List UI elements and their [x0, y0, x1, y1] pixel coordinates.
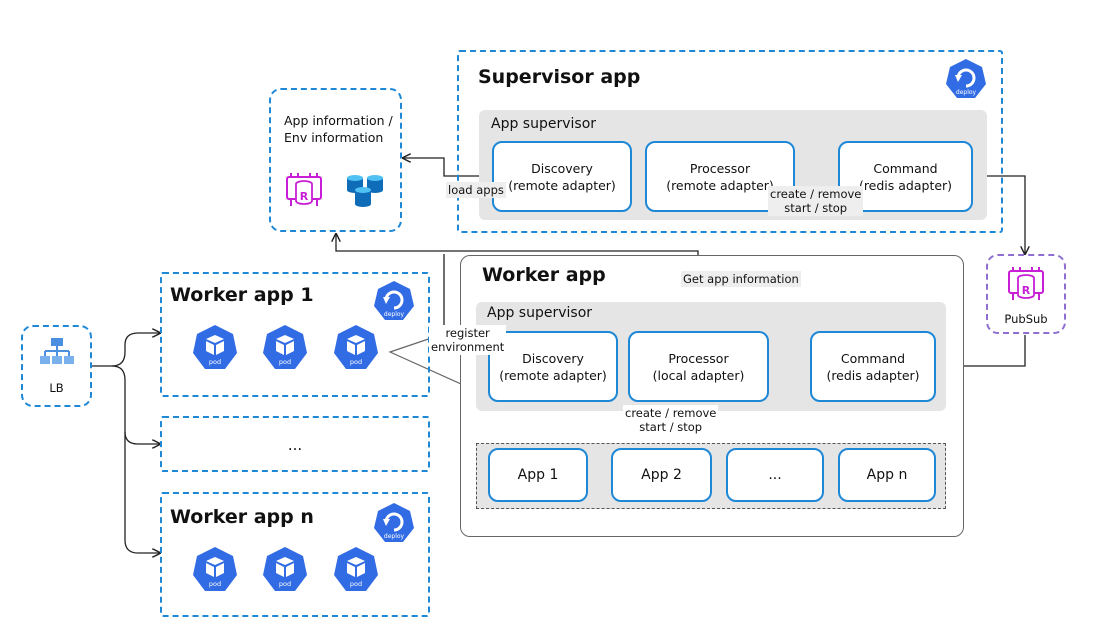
- worker-app-ellipsis-box: [160, 416, 430, 472]
- worker-app-n-pod-icon: pod: [260, 545, 310, 595]
- supervisor-app-supervisor-label: App supervisor: [491, 116, 597, 132]
- supervisor-deploy-icon: deploy: [944, 57, 988, 101]
- edge-label-create-remove-top: create / remove start / stop: [768, 186, 864, 216]
- worker-discovery-name: Discovery: [522, 350, 584, 366]
- worker-command-adapter: (redis adapter): [826, 367, 920, 383]
- worker-app-n-pod-icon: pod: [331, 545, 381, 595]
- edge-lb-worker-n: [124, 432, 160, 553]
- worker-app-n-box: [160, 492, 430, 617]
- lb-hierarchy-icon: [39, 336, 75, 372]
- edge-lb-worker-1: [92, 333, 160, 367]
- worker-command-name: Command: [840, 350, 906, 366]
- edge-label-load-apps: load apps: [446, 182, 506, 198]
- worker-command-node[interactable]: Command (redis adapter): [810, 331, 936, 402]
- pubsub-label: PubSub: [1004, 312, 1048, 326]
- svg-text:pod: pod: [350, 580, 362, 588]
- supervisor-command-adapter: (redis adapter): [858, 177, 953, 193]
- svg-text:R: R: [1022, 284, 1031, 297]
- worker-app-1[interactable]: App 1: [488, 448, 588, 502]
- worker-app-1-deploy-icon: deploy: [372, 279, 416, 323]
- edge-label-register-env-2: environment: [431, 340, 505, 354]
- worker-app-title: Worker app: [482, 264, 606, 286]
- worker-discovery-adapter: (remote adapter): [499, 367, 607, 383]
- app-info-text: App information / Env information: [284, 112, 393, 146]
- svg-text:deploy: deploy: [956, 89, 977, 96]
- lb-box: [21, 325, 92, 407]
- worker-app-2[interactable]: App 2: [611, 448, 712, 502]
- supervisor-discovery-name: Discovery: [531, 160, 593, 176]
- svg-text:pod: pod: [350, 358, 362, 366]
- supervisor-app-container: [457, 50, 1003, 233]
- svg-text:deploy: deploy: [384, 533, 405, 540]
- lb-label: LB: [49, 381, 64, 395]
- worker-app-ellipsis[interactable]: ...: [726, 448, 824, 502]
- worker-app-n[interactable]: App n: [838, 448, 936, 502]
- edge-label-create-remove-top-2: start / stop: [784, 201, 848, 215]
- svg-text:pod: pod: [279, 580, 291, 588]
- svg-text:deploy: deploy: [384, 311, 405, 318]
- edge-label-register-env: register environment: [429, 325, 507, 355]
- pubsub-redis-icon: R: [1006, 264, 1046, 304]
- worker-discovery-node[interactable]: Discovery (remote adapter): [488, 331, 618, 402]
- worker-processor-node[interactable]: Processor (local adapter): [628, 331, 769, 402]
- worker-processor-adapter: (local adapter): [652, 367, 745, 383]
- edge-lb-worker-mid: [111, 365, 160, 444]
- worker-app-1-pod-icon: pod: [260, 323, 310, 373]
- edge-label-create-remove-bottom: create / remove start / stop: [623, 405, 719, 435]
- edge-label-create-remove-bottom-1: create / remove: [625, 406, 717, 420]
- supervisor-discovery-adapter: (remote adapter): [508, 177, 616, 193]
- svg-text:R: R: [300, 190, 309, 203]
- app-info-box: [269, 88, 402, 232]
- worker-app-1-title: Worker app 1: [170, 284, 314, 306]
- supervisor-processor-adapter: (remote adapter): [666, 177, 774, 193]
- edge-label-register-env-1: register: [445, 326, 490, 340]
- edge-label-create-remove-top-1: create / remove: [770, 187, 862, 201]
- worker-app-n-pod-icon: pod: [190, 545, 240, 595]
- worker-app-n-deploy-icon: deploy: [372, 501, 416, 545]
- svg-text:pod: pod: [209, 358, 221, 366]
- worker-app-supervisor-label: App supervisor: [487, 305, 593, 321]
- pubsub-box: [986, 254, 1066, 334]
- worker-processor-name: Processor: [668, 350, 729, 366]
- app-info-line-2: Env information: [284, 130, 384, 145]
- worker-app-1-pod-icon: pod: [190, 323, 240, 373]
- app-info-line-1: App information /: [284, 113, 393, 128]
- worker-app-n-title: Worker app n: [170, 506, 314, 528]
- redis-icon: R: [284, 170, 324, 210]
- worker-app-1-pod-icon: pod: [331, 323, 381, 373]
- worker-app-ellipsis-label: ...: [287, 436, 303, 454]
- supervisor-command-name: Command: [873, 160, 938, 176]
- supervisor-processor-name: Processor: [689, 160, 751, 176]
- svg-text:pod: pod: [279, 358, 291, 366]
- svg-text:pod: pod: [209, 580, 221, 588]
- edge-label-create-remove-bottom-2: start / stop: [639, 420, 703, 434]
- edge-label-get-app-info: Get app information: [681, 271, 801, 287]
- supervisor-app-title: Supervisor app: [478, 66, 641, 88]
- azure-database-icon: [341, 170, 385, 210]
- supervisor-discovery-node[interactable]: Discovery (remote adapter): [492, 141, 632, 212]
